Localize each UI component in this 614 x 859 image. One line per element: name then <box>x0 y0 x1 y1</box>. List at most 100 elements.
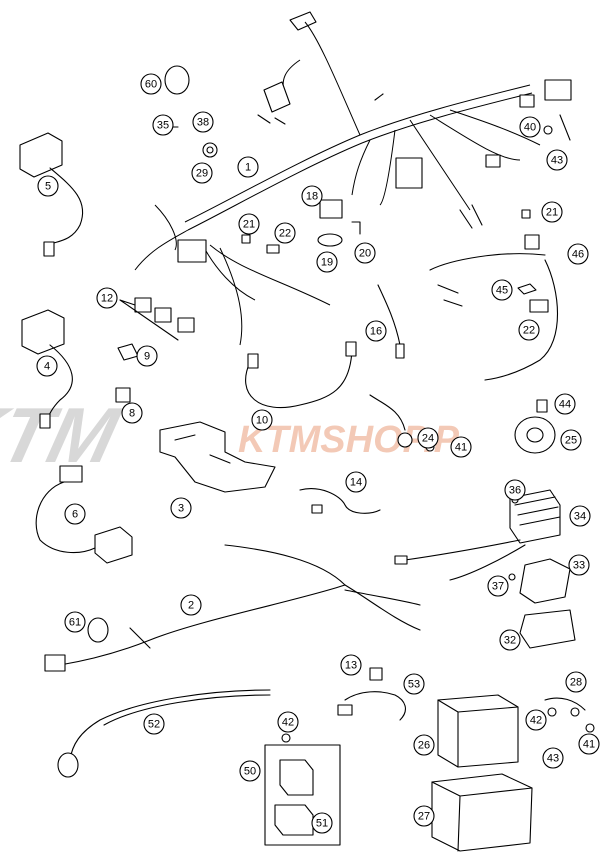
callout-circle <box>136 345 158 367</box>
part-60-ring <box>164 65 190 95</box>
part-12-relays <box>119 297 195 341</box>
callout-circle <box>491 279 513 301</box>
callout-c3: 3 <box>170 497 192 519</box>
callout-circle <box>413 805 435 827</box>
watermark-logo: KTM <box>0 391 128 479</box>
part-10-cable <box>245 341 357 409</box>
callout-circle <box>191 162 213 184</box>
callout-number: 13 <box>345 660 357 672</box>
callout-circle <box>565 671 587 693</box>
callout-circle <box>36 355 58 377</box>
callout-number: 37 <box>492 581 504 593</box>
callout-circle <box>37 175 59 197</box>
callout-c32: 32 <box>499 629 521 651</box>
callout-circle <box>301 185 323 207</box>
callout-circle <box>560 429 582 451</box>
callout-number: 42 <box>530 715 542 727</box>
part-32-pad <box>519 609 576 649</box>
callout-number: 33 <box>573 560 585 572</box>
part-4-switch <box>21 309 73 429</box>
callout-number: 16 <box>370 326 382 338</box>
callout-circle <box>525 709 547 731</box>
callout-circle <box>569 505 591 527</box>
part-29-clip <box>202 142 218 158</box>
callout-c19: 19 <box>316 251 338 273</box>
part-42-nut-left <box>281 733 291 743</box>
part-27-battery-box <box>431 773 533 852</box>
callout-number: 3 <box>178 503 184 515</box>
callout-c4: 4 <box>36 355 58 377</box>
callout-c41a: 41 <box>450 436 472 458</box>
callout-circle <box>64 611 86 633</box>
part-8-relay <box>115 387 131 403</box>
part-21-clip-left <box>241 234 251 244</box>
part-26-battery <box>437 694 519 768</box>
part-28-cable <box>544 697 586 711</box>
part-2-harness <box>44 544 421 672</box>
callout-c21a: 21 <box>238 213 260 235</box>
callout-number: 32 <box>504 635 516 647</box>
callout-circle <box>170 497 192 519</box>
callout-number: 28 <box>570 677 582 689</box>
callout-circle <box>578 733 600 755</box>
part-61-tie <box>87 617 109 643</box>
part-3-bracket <box>159 421 276 493</box>
callout-c9: 9 <box>136 345 158 367</box>
part-16-sensor <box>377 284 405 359</box>
callout-circle <box>345 471 367 493</box>
part-25-horn <box>514 416 556 454</box>
callout-circle <box>316 251 338 273</box>
callout-c40: 40 <box>519 116 541 138</box>
part-45-clip <box>517 283 537 295</box>
callout-number: 18 <box>306 191 318 203</box>
callout-c24: 24 <box>417 427 439 449</box>
callout-number: 41 <box>583 739 595 751</box>
callout-c6: 6 <box>64 503 86 525</box>
part-5-switch <box>19 132 84 257</box>
callout-number: 22 <box>523 325 535 337</box>
part-20-clip <box>351 221 361 235</box>
callout-number: 1 <box>245 162 251 174</box>
callout-number: 19 <box>321 257 333 269</box>
part-40-nut <box>543 125 553 135</box>
callout-c45: 45 <box>491 279 513 301</box>
callout-c43a: 43 <box>546 149 568 171</box>
callout-number: 6 <box>72 509 78 521</box>
part-46-harness <box>429 234 558 381</box>
part-44-bracket <box>536 399 548 413</box>
callout-c42a: 42 <box>277 711 299 733</box>
callout-circle <box>238 213 260 235</box>
callout-circle <box>340 654 362 676</box>
callout-number: 2 <box>188 600 194 612</box>
callout-c43b: 43 <box>542 747 564 769</box>
part-50-51-box <box>264 744 341 846</box>
callout-c10: 10 <box>251 409 273 431</box>
callout-c36: 36 <box>504 479 526 501</box>
callout-c22a: 22 <box>274 222 296 244</box>
callout-number: 34 <box>574 511 586 523</box>
callout-circle <box>251 409 273 431</box>
callout-number: 61 <box>69 617 81 629</box>
part-33-bracket <box>519 558 571 604</box>
callout-number: 52 <box>148 719 160 731</box>
callout-c8: 8 <box>121 402 143 424</box>
callout-number: 35 <box>157 120 169 132</box>
callout-circle <box>365 320 387 342</box>
callout-circle <box>499 629 521 651</box>
callout-number: 53 <box>408 679 420 691</box>
callout-number: 12 <box>101 293 113 305</box>
callout-number: 50 <box>244 766 256 778</box>
callout-c28: 28 <box>565 671 587 693</box>
part-22-clip-left <box>266 244 280 254</box>
callout-c13: 13 <box>340 654 362 676</box>
part-53-fuse-cable <box>337 691 406 721</box>
main-wiring-harness <box>134 11 572 346</box>
callout-circle <box>140 73 162 95</box>
callout-number: 5 <box>45 181 51 193</box>
callout-c42b: 42 <box>525 709 547 731</box>
callout-number: 41 <box>455 442 467 454</box>
callout-c41b: 41 <box>578 733 600 755</box>
callout-circle <box>143 713 165 735</box>
